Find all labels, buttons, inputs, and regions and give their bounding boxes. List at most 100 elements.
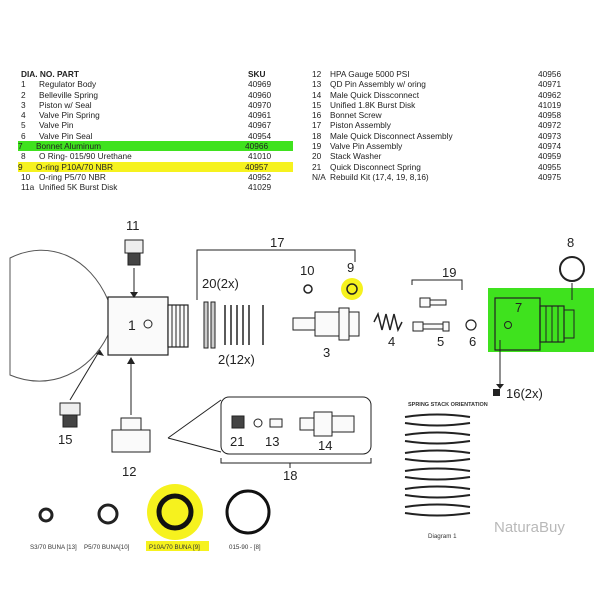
oring-sample-s3-70	[38, 507, 54, 523]
spring-stack-washer	[404, 467, 471, 472]
part-number: 17	[312, 120, 322, 131]
bracket-17	[196, 249, 356, 255]
bracket-18	[220, 458, 372, 464]
oring-8	[559, 256, 585, 282]
header-part: DIA. NO. PART	[21, 69, 79, 79]
part-name: Stack Washer	[330, 151, 382, 162]
spring-stack-washer	[404, 440, 471, 445]
callout-8: 8	[567, 235, 574, 250]
bonnet-screw-16	[493, 389, 500, 396]
piston-3	[292, 307, 360, 341]
part-sku: 40962	[538, 89, 562, 100]
part-sku: 40955	[538, 161, 562, 172]
part-sku: 40958	[538, 110, 562, 121]
part-sku: 40957	[245, 161, 269, 172]
oring-sample-p10a	[156, 493, 194, 531]
part-name: O-ring P5/70 NBR	[39, 171, 106, 182]
part-name: O-ring P10A/70 NBR	[36, 161, 114, 172]
part-number: 10	[21, 171, 31, 182]
spring-stack-washer	[404, 494, 471, 499]
part-sku: 40972	[538, 120, 562, 131]
stack-washers-20	[203, 301, 216, 349]
valve-pin-seal-6	[465, 319, 477, 331]
spring-stack-caption: Diagram 1	[428, 533, 457, 540]
part-number: 6	[21, 130, 26, 141]
spring-stack-washer	[404, 476, 471, 481]
header-sku: SKU	[248, 69, 266, 79]
callout-10: 10	[300, 263, 314, 278]
part-name: Quick Disconnect Spring	[330, 161, 421, 172]
part-name: Male Quick Disconnect Assembly	[330, 130, 453, 141]
callout-13: 13	[265, 434, 279, 449]
spring-stack-washer	[404, 422, 471, 427]
part-name: Bonnet Screw	[330, 110, 382, 121]
part-number: 7	[18, 141, 23, 152]
part-name: O Ring- 015/90 Urethane	[39, 151, 132, 162]
spring-stack-washer	[404, 503, 471, 508]
callout-14: 14	[318, 438, 332, 453]
callout-17: 17	[270, 235, 284, 250]
part-number: 1	[21, 79, 26, 90]
part-name: Valve Pin	[39, 120, 74, 131]
part-name: Valve Pin Assembly	[330, 141, 403, 152]
part-sku: 40974	[538, 141, 562, 152]
part-number: 5	[21, 120, 26, 131]
part-sku: 41029	[248, 182, 272, 193]
part-sku: 40975	[538, 171, 562, 182]
part-sku: 40959	[538, 151, 562, 162]
callout-20: 20(2x)	[202, 276, 239, 291]
part-sku: 40952	[248, 171, 272, 182]
part-name: Bonnet Aluminum	[36, 141, 102, 152]
part-number: 4	[21, 110, 26, 121]
oring-10	[303, 284, 313, 294]
oring-sample-p10a-highlight	[147, 484, 203, 540]
part-number: 14	[312, 89, 322, 100]
part-name: Piston Assembly	[330, 120, 391, 131]
oring-sample-015-90	[225, 489, 271, 535]
burst-disk-15	[59, 349, 104, 428]
table-header: DIA. NO. PART SKU	[21, 69, 281, 79]
oring-label-highlight	[146, 541, 209, 551]
part-sku: 40960	[248, 89, 272, 100]
callout-5: 5	[437, 334, 444, 349]
part-name: HPA Gauge 5000 PSI	[330, 69, 410, 79]
valve-pin-5	[412, 297, 450, 332]
callout-11: 11	[126, 218, 140, 233]
part-name: Rebuild Kit (17,4, 19, 8,16)	[330, 171, 429, 182]
callout-1: 1	[128, 317, 136, 333]
table-row: 17 Piston Assembly 40972	[312, 120, 582, 130]
part-name: Piston w/ Seal	[39, 99, 92, 110]
part-sku: 40973	[538, 130, 562, 141]
part-number: 2	[21, 89, 26, 100]
callout-12: 12	[122, 464, 136, 479]
part-number: 16	[312, 110, 322, 121]
regulator-body	[107, 296, 189, 356]
part-sku: 40956	[538, 69, 562, 79]
part-sku: 41010	[248, 151, 272, 162]
spring-stack-lines	[404, 413, 471, 517]
spring-stack-title: SPRING STACK ORIENTATION	[408, 402, 488, 408]
callout-16: 16(2x)	[506, 386, 543, 401]
gauge-fitting-12	[111, 357, 151, 453]
oring-label-p5: P5/70 BUNA[10]	[84, 544, 130, 551]
oring-label-s3: S3/70 BUNA [13]	[30, 544, 77, 551]
oring-label-p10a: P10A/70 BUNA [9]	[149, 544, 200, 551]
part-name: Valve Pin Spring	[39, 110, 100, 121]
part-number: 3	[21, 99, 26, 110]
spring-4	[373, 311, 403, 333]
belleville-springs-2	[224, 305, 264, 345]
